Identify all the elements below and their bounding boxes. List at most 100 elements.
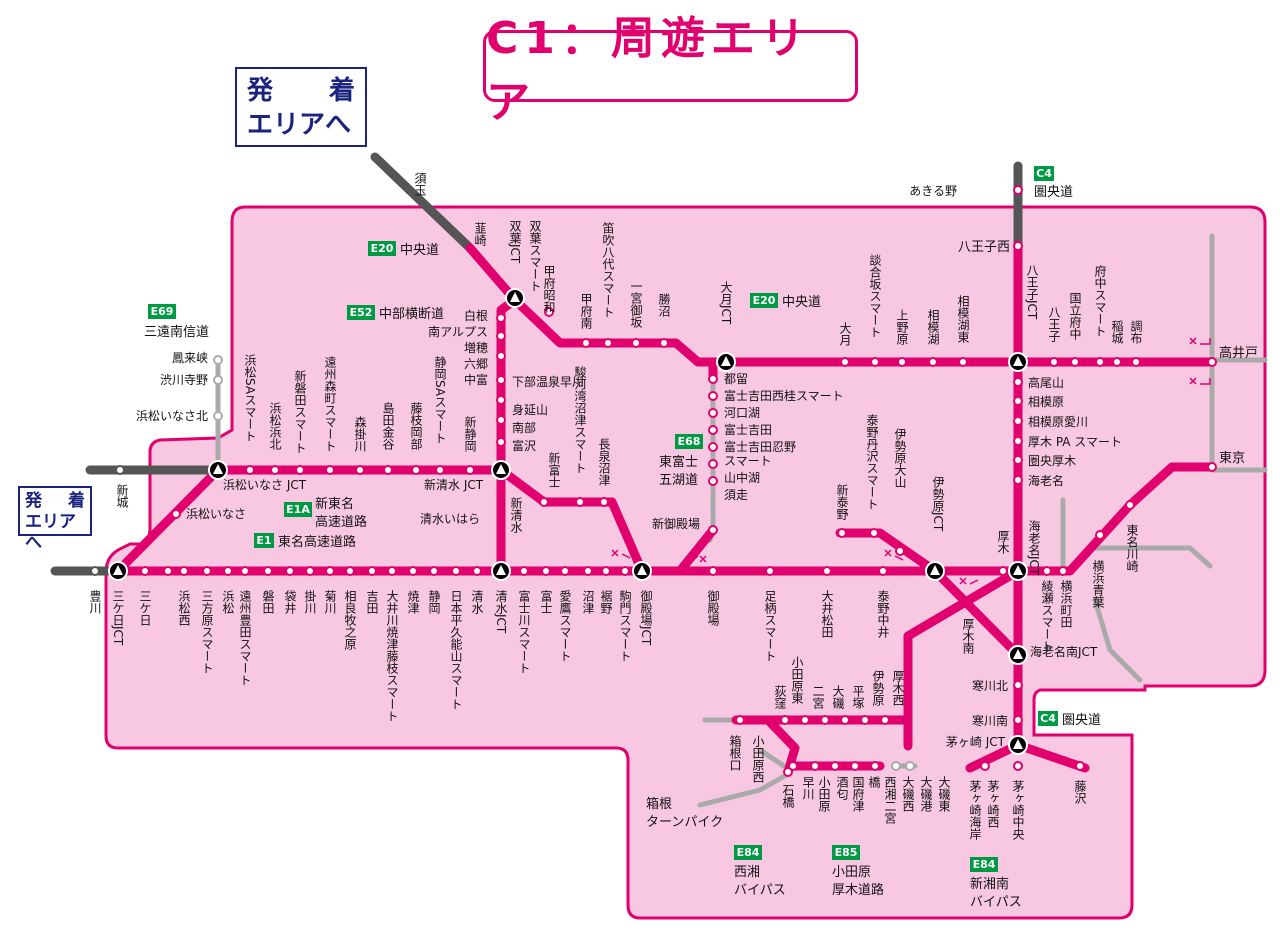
map-label: 海老名 [1028, 473, 1064, 488]
svg-text:西湘: 西湘 [734, 865, 760, 880]
map-label: 新清水 [509, 496, 523, 533]
departure-arrival-area-link-west[interactable]: 発着 エリアへ [18, 486, 92, 553]
route-badge-c4-south: C4 圏央道 [1038, 711, 1101, 728]
map-label: 高尾山 [1028, 375, 1064, 390]
map-label: 藤枝岡部 [409, 402, 423, 450]
map-label: 東名川崎 [1125, 524, 1139, 572]
map-label: 三ケ日JCT [111, 590, 125, 646]
map-label: 富沢 [512, 438, 536, 453]
map-label: 小田原西 [751, 735, 765, 783]
map-label: 藤沢 [1073, 780, 1087, 805]
map-label: 八王子JCT [1025, 264, 1039, 320]
map-label: 酒匂 [835, 776, 849, 800]
map-label: 沼津 [581, 590, 595, 614]
svg-text:C4: C4 [1036, 167, 1052, 180]
map-label: 御殿場 [706, 589, 720, 627]
svg-text:圏央道: 圏央道 [1062, 713, 1101, 728]
map-label: 早川 [801, 776, 815, 800]
map-label: 長泉沼津 [597, 438, 611, 486]
map-label: 新磐田スマート [293, 369, 307, 454]
map-label: 寒川北 [972, 678, 1008, 693]
map-label: 三方原スマート [200, 590, 214, 674]
map-label: 大磯 [831, 685, 845, 709]
map-label: 新富士 [547, 451, 561, 488]
map-label: 圏央厚木 [1028, 454, 1076, 468]
map-label: 双葉スマート [528, 220, 542, 292]
svg-text:東富士: 東富士 [659, 454, 698, 470]
map-label: 富士吉田 [724, 422, 772, 437]
map-label: 八王子西 [958, 240, 1010, 255]
svg-text:箱根: 箱根 [646, 796, 672, 812]
map-label: 厚木 [996, 530, 1010, 554]
map-label: 笛吹八代スマート [601, 221, 615, 318]
map-label: 身延山 [512, 402, 548, 417]
map-label: 大月JCT [719, 281, 733, 325]
svg-text:E84: E84 [737, 846, 760, 859]
svg-text:E20: E20 [753, 294, 776, 307]
map-label: 橋 [867, 776, 881, 789]
svg-text:バイパス: バイパス [734, 883, 786, 898]
junction-marker-centers [113, 292, 1023, 749]
map-label: 綾瀬スマート [1040, 579, 1054, 652]
map-label: 須走 [724, 488, 748, 502]
map-label: 府中スマート [1093, 264, 1107, 337]
page-title-text: C1：周遊エリア [486, 13, 811, 128]
map-label: 海老名南JCT [1030, 644, 1098, 659]
map-label: 浜松いなさ [186, 507, 246, 521]
map-label: 厚木 PA スマート [1028, 435, 1122, 449]
svg-text:新湘南: 新湘南 [970, 876, 1009, 892]
svg-text:E20: E20 [371, 242, 394, 255]
map-label: 浜松いなさ北 [136, 409, 208, 423]
map-label: 浜松SAスマート [243, 354, 257, 443]
map-label: あきる野 [909, 184, 957, 198]
map-label: 中富 [464, 372, 488, 387]
map-label: 清水いはら [420, 512, 480, 526]
map-label: 河口湖 [724, 405, 760, 420]
map-label: 日本平久能山スマート [449, 590, 463, 710]
map-label: 下部温泉早川 [512, 374, 584, 389]
map-label: 二宮 [811, 685, 825, 709]
map-label: 箱根口 [728, 734, 742, 771]
map-label: 小田原東 [790, 656, 804, 704]
map-label: 茅ヶ崎西 [986, 780, 1000, 828]
map-label: 御殿場JCT [639, 589, 653, 646]
map-label: 茅ヶ崎中央 [1011, 780, 1025, 840]
svg-text:バイパス: バイパス [970, 895, 1022, 910]
svg-text:中部横断道: 中部横断道 [379, 307, 444, 322]
map-label: 大磯港 [919, 776, 933, 812]
map-label: 南アルプス [428, 324, 488, 339]
map-label: 国立府中 [1068, 292, 1082, 340]
map-label: 大月 [838, 322, 852, 347]
svg-text:C4: C4 [1040, 712, 1056, 725]
map-label: 裾野 [599, 589, 613, 614]
map-label: 大磯東 [937, 776, 951, 812]
map-label: 菊川 [323, 590, 337, 614]
map-label: 韮崎 [473, 222, 487, 246]
svg-text:中央道: 中央道 [782, 295, 821, 310]
svg-text:E1: E1 [256, 534, 271, 547]
map-label: 遠州森町スマート [323, 356, 337, 452]
map-label: 厚木西 [891, 670, 905, 706]
map-label: 相模原愛川 [1028, 415, 1088, 429]
svg-text:新東名: 新東名 [315, 496, 354, 512]
map-label: 調布 [1129, 320, 1143, 345]
map-label: 吉田 [365, 590, 379, 614]
map-label: 高井戸 [1219, 345, 1258, 361]
departure-arrival-area-link[interactable]: 発着 エリアへ [235, 67, 367, 147]
map-label: 愛鷹スマート [558, 590, 572, 662]
stations [90, 185, 1217, 777]
map-label: 国府津 [851, 776, 865, 812]
svg-text:E68: E68 [678, 435, 701, 448]
label-sudama: 須玉 [413, 172, 427, 196]
map-label: 南部 [512, 420, 536, 435]
map-label: 島田金谷 [381, 401, 395, 451]
route-badge-e20-east: E20 中央道 [750, 293, 821, 310]
page-title: C1：周遊エリア [483, 13, 858, 128]
svg-text:小田原: 小田原 [832, 865, 871, 880]
map-label: 双葉JCT [508, 220, 522, 264]
